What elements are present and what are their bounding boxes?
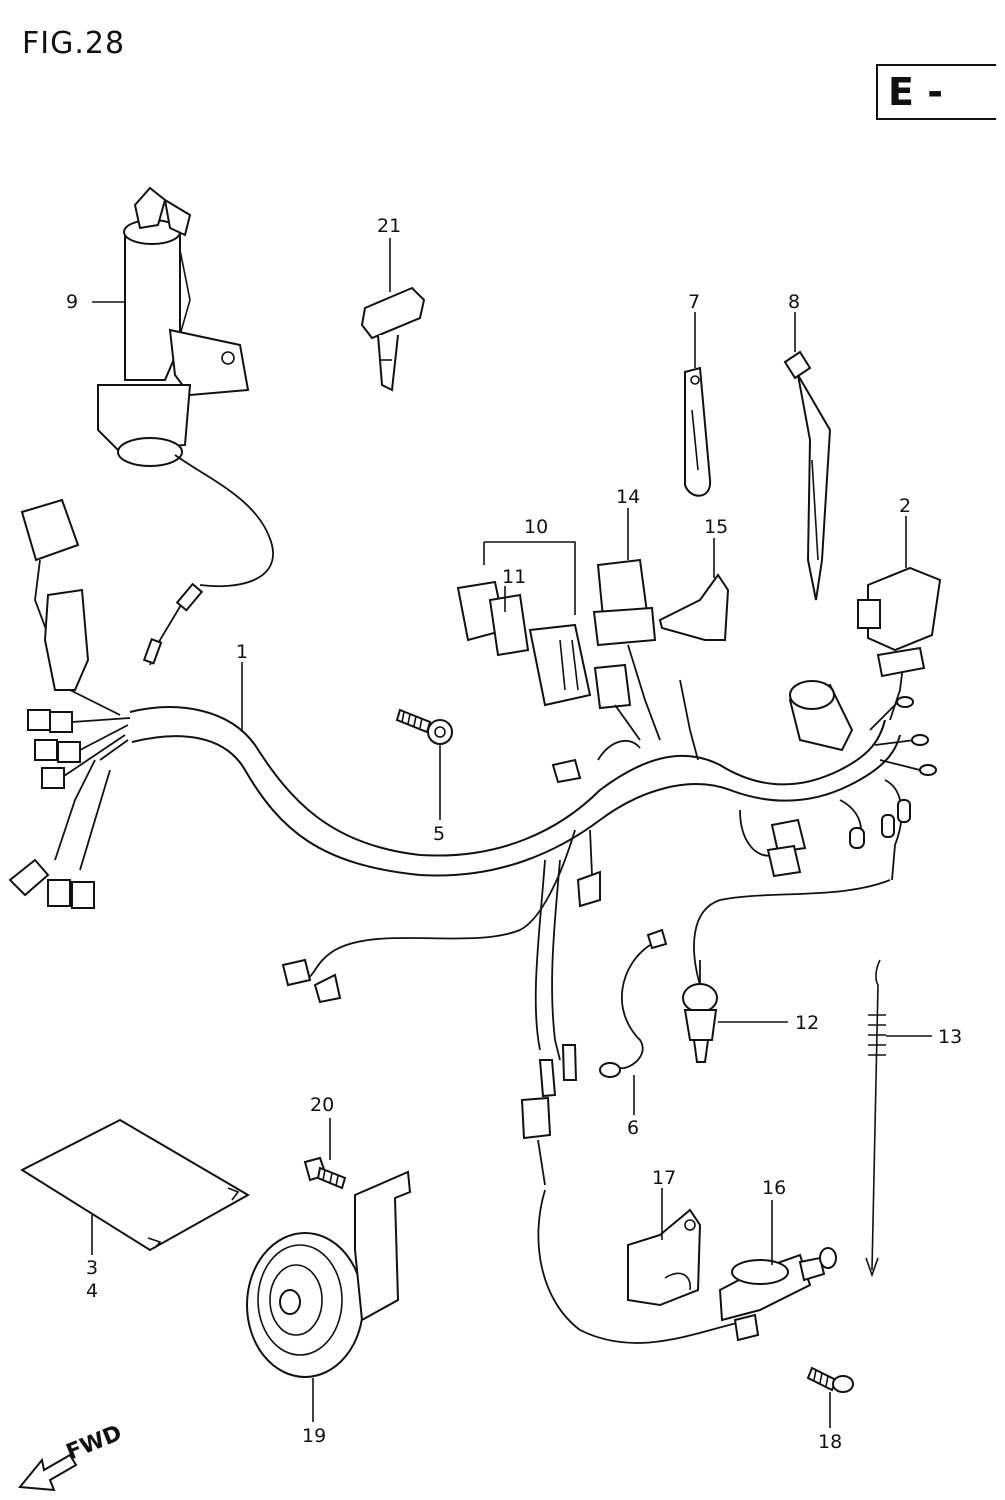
- clamp-part-7-illustration: [684, 366, 712, 497]
- callout-19: 19: [302, 1425, 326, 1447]
- callout-4: 4: [86, 1280, 98, 1302]
- coupler-part-2-illustration: [857, 566, 942, 721]
- bolt-part-5-illustration: [395, 708, 453, 745]
- leader-lines: [91, 238, 932, 1428]
- ground-wire-part-6-illustration: [599, 928, 668, 1078]
- callout-7: 7: [688, 291, 700, 313]
- callout-2: 2: [899, 495, 911, 517]
- callout-1: 1: [236, 641, 248, 663]
- bolt-part-20-illustration: [303, 1156, 347, 1190]
- callout-3: 3: [86, 1257, 98, 1279]
- switch-part-12-illustration: [682, 960, 718, 1063]
- region-marker-label: E -: [888, 70, 943, 114]
- callout-21: 21: [377, 215, 401, 237]
- figure-title: FIG.28: [22, 26, 126, 61]
- region-marker-box: E -: [876, 64, 996, 120]
- fwd-label: FWD: [63, 1421, 126, 1466]
- key-illustration: [360, 286, 426, 392]
- horn-part-19-illustration: [246, 1170, 412, 1378]
- ignition-switch-illustration: [97, 186, 274, 666]
- rod-part-13-illustration: [865, 959, 886, 1278]
- callout-6: 6: [627, 1117, 639, 1139]
- callout-15: 15: [704, 516, 728, 538]
- callout-5: 5: [433, 823, 445, 845]
- relay-group-illustration: [456, 541, 730, 761]
- fwd-arrow-icon: [18, 1453, 78, 1492]
- callout-17: 17: [652, 1167, 676, 1189]
- callout-10: 10: [524, 516, 548, 538]
- callout-16: 16: [762, 1177, 786, 1199]
- callout-labels: 9 21 7 8 2 14 10 15 11 1 5 12 13 6 20 3 …: [66, 215, 962, 1453]
- callout-8: 8: [788, 291, 800, 313]
- callout-20: 20: [310, 1094, 334, 1116]
- switch-part-16-illustration: [718, 1247, 837, 1342]
- bracket-part-17-illustration: [627, 1208, 702, 1307]
- callout-14: 14: [616, 486, 640, 508]
- screw-part-18-illustration: [806, 1366, 854, 1393]
- fwd-direction-indicator: FWD: [18, 1421, 126, 1492]
- label-sheet-part-3-4-illustration: [19, 1118, 251, 1252]
- cable-tie-part-8-illustration: [783, 350, 832, 601]
- callout-18: 18: [818, 1431, 842, 1453]
- callout-13: 13: [938, 1026, 962, 1048]
- left-connector-cluster-illustration: [8, 498, 131, 909]
- main-wiring-harness-illustration: [129, 680, 937, 1344]
- callout-9: 9: [66, 291, 78, 313]
- callout-12: 12: [795, 1012, 819, 1034]
- callout-11: 11: [502, 566, 526, 588]
